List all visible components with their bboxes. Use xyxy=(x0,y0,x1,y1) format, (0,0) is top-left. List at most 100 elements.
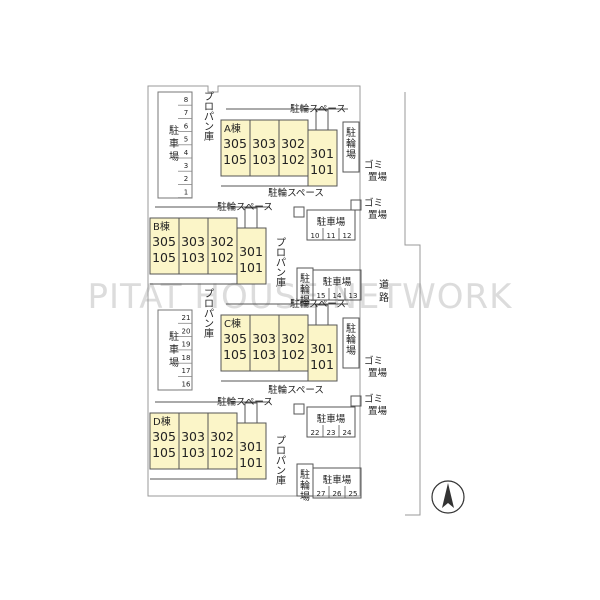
unit-cell xyxy=(178,217,209,275)
bicycle-space-label: 駐輪スペース xyxy=(268,187,324,199)
unit-cell xyxy=(207,217,238,275)
garbage-label: 置場 xyxy=(368,367,388,379)
parking-number: 7 xyxy=(184,109,188,117)
unit-number: 302 xyxy=(281,331,305,346)
site-boundary xyxy=(147,85,361,497)
parking-number: 19 xyxy=(182,341,191,349)
bicycle-parking-label-char: 駐 xyxy=(346,126,356,139)
parking-number: 26 xyxy=(333,490,342,498)
unit-number: 101 xyxy=(239,455,263,470)
propane-label-char: ロ xyxy=(204,299,214,310)
parking-label: 駐車場 xyxy=(323,276,352,288)
garbage-label: 置場 xyxy=(368,209,388,221)
propane-label-char: ロ xyxy=(276,446,286,457)
building-name: C棟 xyxy=(224,317,241,330)
parking-label-char: 駐 xyxy=(169,124,179,137)
propane-label-char: プ xyxy=(276,435,286,447)
unit-number: 303 xyxy=(252,331,276,346)
parking-number: 1 xyxy=(184,188,188,196)
unit-number: 105 xyxy=(152,250,176,265)
bicycle-parking-label-char: 場 xyxy=(346,148,356,161)
garbage-box xyxy=(350,395,362,407)
unit-cell xyxy=(249,314,280,372)
parking-block xyxy=(312,467,362,499)
road-edge xyxy=(404,92,421,516)
unit-number: 305 xyxy=(152,429,176,444)
bicycle-parking-label-char: 駐 xyxy=(300,272,310,285)
marker-box xyxy=(293,403,305,415)
parking-number: 22 xyxy=(311,429,320,437)
road-label-char: 道 xyxy=(379,278,389,291)
unit-number: 102 xyxy=(281,347,305,362)
parking-number: 6 xyxy=(184,122,189,130)
unit-cell xyxy=(149,412,180,470)
garbage-label: ゴミ xyxy=(364,197,383,209)
bicycle-space-label: 駐輪スペース xyxy=(217,396,273,408)
parking-number: 12 xyxy=(343,232,352,240)
parking-label-char: 車 xyxy=(169,137,179,150)
building-name: B棟 xyxy=(153,220,170,233)
propane-label-char: パ xyxy=(204,308,214,320)
unit-cell xyxy=(278,314,309,372)
propane-label-char: ン xyxy=(276,268,286,279)
parking-number: 11 xyxy=(327,232,336,240)
parking-label: 駐車場 xyxy=(317,413,346,425)
parking-number: 13 xyxy=(349,292,358,300)
bicycle-parking-label-char: 場 xyxy=(300,490,310,503)
unit-cell xyxy=(149,217,180,275)
bicycle-parking-label-char: 輪 xyxy=(300,283,310,296)
bicycle-parking-label-char: 駐 xyxy=(346,322,356,335)
road-label-char: 路 xyxy=(379,291,389,304)
parking-block xyxy=(306,209,356,241)
unit-number: 103 xyxy=(252,347,276,362)
unit-number: 301 xyxy=(310,341,334,356)
garbage-label: 置場 xyxy=(368,405,388,417)
unit-number: 302 xyxy=(210,234,234,249)
building-name: D棟 xyxy=(153,415,171,428)
parking-block xyxy=(312,269,362,301)
parking-number: 20 xyxy=(182,327,191,335)
parking-number: 18 xyxy=(182,354,191,362)
propane-label-char: ン xyxy=(204,122,214,133)
unit-number: 301 xyxy=(239,244,263,259)
unit-cell xyxy=(207,412,238,470)
unit-number: 302 xyxy=(210,429,234,444)
bicycle-parking-label-char: 駐 xyxy=(300,468,310,481)
unit-number: 102 xyxy=(281,152,305,167)
garbage-label: ゴミ xyxy=(364,355,383,367)
bicycle-parking-box xyxy=(342,121,360,173)
garbage-label: ゴミ xyxy=(364,393,383,405)
unit-cell xyxy=(236,422,267,480)
parking-number: 4 xyxy=(184,149,189,157)
bicycle-parking-label-char: 輪 xyxy=(346,137,356,150)
north-arrow-icon xyxy=(431,480,465,514)
unit-cell xyxy=(220,119,251,177)
unit-number: 103 xyxy=(181,445,205,460)
parking-number: 16 xyxy=(182,381,191,389)
unit-number: 102 xyxy=(210,445,234,460)
unit-cell xyxy=(307,129,338,187)
propane-label-char: パ xyxy=(204,111,214,123)
parking-number: 3 xyxy=(184,162,188,170)
parking-label-char: 場 xyxy=(169,356,179,369)
parking-label: 駐車場 xyxy=(317,216,346,228)
propane-label-char: プ xyxy=(276,237,286,249)
parking-block xyxy=(306,406,356,438)
parking-label-char: 駐 xyxy=(169,330,179,343)
parking-number: 21 xyxy=(182,314,191,322)
parking-number: 27 xyxy=(317,490,326,498)
parking-label: 駐車場 xyxy=(323,474,352,486)
bicycle-parking-label-char: 場 xyxy=(346,344,356,357)
unit-number: 101 xyxy=(239,260,263,275)
unit-number: 101 xyxy=(310,357,334,372)
unit-number: 103 xyxy=(181,250,205,265)
propane-label-char: ロ xyxy=(204,102,214,113)
parking-number: 25 xyxy=(349,490,358,498)
unit-number: 105 xyxy=(223,152,247,167)
marker-box xyxy=(293,206,305,218)
propane-label-char: ロ xyxy=(276,248,286,259)
unit-cell xyxy=(278,119,309,177)
unit-number: 305 xyxy=(152,234,176,249)
parking-number: 5 xyxy=(184,136,188,144)
